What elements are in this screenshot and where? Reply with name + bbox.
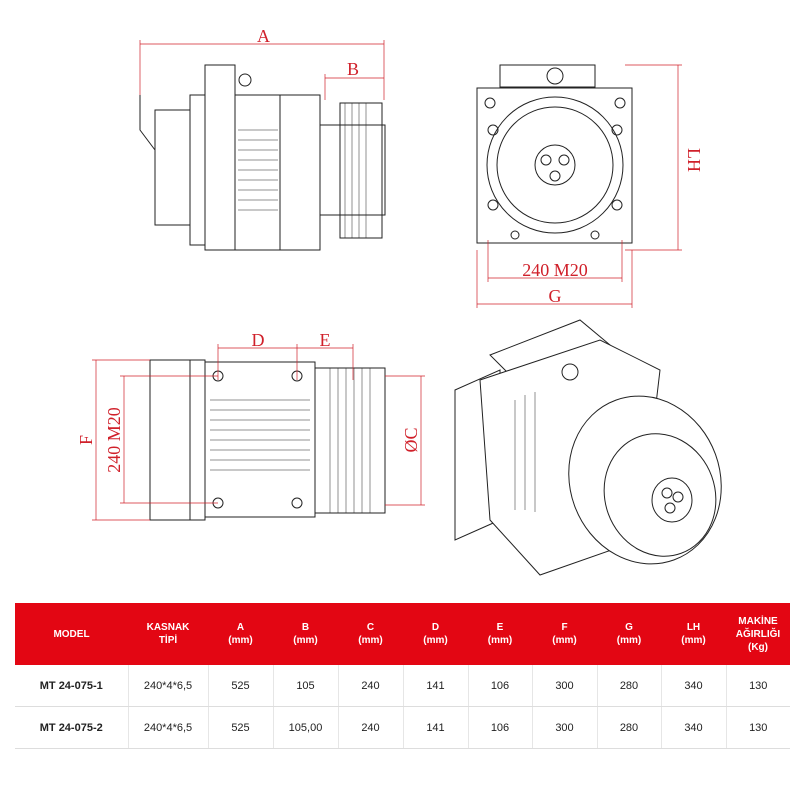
dimension-label-a: A <box>257 26 270 46</box>
column-header: LH (mm) <box>661 603 726 665</box>
column-header: G (mm) <box>597 603 661 665</box>
table-cell: 130 <box>726 706 790 749</box>
table-cell: 105,00 <box>273 706 339 749</box>
column-header: D (mm) <box>403 603 468 665</box>
column-header-line: D <box>431 622 440 633</box>
dimension-label-f: F <box>76 435 96 445</box>
model-cell: MT 24-075-1 <box>15 665 129 707</box>
dimension-label-d: D <box>252 330 265 350</box>
column-header-line: (mm) <box>487 635 513 646</box>
table-cell: 340 <box>661 706 727 749</box>
column-header-line: (mm) <box>423 635 448 646</box>
column-header-line: (mm) <box>228 635 253 646</box>
table-cell: 340 <box>661 665 727 707</box>
column-header: F (mm) <box>532 603 597 665</box>
dimension-label-bolt-front: 240 M20 <box>522 260 588 280</box>
column-header-line: AĞIRLIĞI <box>735 628 781 640</box>
column-header-line: A <box>236 622 245 633</box>
column-header: MODEL <box>15 603 128 665</box>
column-header-line: (mm) <box>358 635 383 646</box>
specs-table: MODEL KASNAK TİPİ A (mm) B (mm) C (mm) D (mm) E (mm)… <box>15 603 790 749</box>
column-header-line: (mm) <box>616 635 642 646</box>
column-header-line: MAKİNE <box>738 615 778 627</box>
column-header-line: F <box>561 622 568 633</box>
table-cell: 106 <box>468 706 533 749</box>
column-header-line: C <box>366 622 375 633</box>
side-view <box>139 40 386 251</box>
column-header-line: (mm) <box>293 635 318 646</box>
table-cell: 525 <box>208 665 274 707</box>
column-header: A (mm) <box>208 603 273 665</box>
table-cell: 240*4*6,5 <box>128 706 209 749</box>
column-header: E (mm) <box>468 603 532 665</box>
dimension-label-g: G <box>549 286 562 306</box>
model-cell: MT 24-075-2 <box>15 706 129 749</box>
column-header: KASNAK TİPİ <box>128 603 208 665</box>
column-header-line: (Kg) <box>748 641 768 653</box>
table-cell: 240*4*6,5 <box>128 665 209 707</box>
table-cell: 300 <box>532 706 598 749</box>
table-cell: 130 <box>726 665 790 707</box>
column-header-line: E <box>496 622 504 633</box>
top-view <box>92 344 425 521</box>
column-header-line: G <box>625 622 633 633</box>
isometric-view <box>454 319 722 576</box>
table-cell: 280 <box>597 706 662 749</box>
column-header-line: LH <box>686 622 701 633</box>
column-header: B (mm) <box>273 603 338 665</box>
column-header-line: B <box>301 622 310 633</box>
table-cell: 106 <box>468 665 533 707</box>
table-cell: 105 <box>273 665 339 707</box>
front-view <box>476 64 682 308</box>
table-cell: 300 <box>532 665 598 707</box>
table-header-row: MODEL KASNAK TİPİ A (mm) B (mm) C (mm) D (mm) E (mm)… <box>15 603 790 665</box>
dimension-label-lh: LH <box>684 148 704 172</box>
dimension-label-e: E <box>320 330 331 350</box>
column-header-line: MODEL <box>53 628 90 640</box>
column-header-line: (mm) <box>552 635 577 646</box>
dimension-label-c: ØC <box>401 427 421 452</box>
dimension-label-b: B <box>347 59 359 79</box>
column-header-line: (mm) <box>681 635 706 646</box>
dimension-label-bolt-top: 240 M20 <box>104 407 124 473</box>
column-header-line: TİPİ <box>158 635 178 646</box>
table-cell: 525 <box>208 706 274 749</box>
table-cell: 240 <box>338 665 404 707</box>
table-cell: 280 <box>597 665 662 707</box>
column-header-line: KASNAK <box>146 622 190 633</box>
column-header: C (mm) <box>338 603 403 665</box>
table-cell: 141 <box>403 665 469 707</box>
technical-drawing: A B LH 240 M20 G <box>76 26 722 576</box>
table-cell: 240 <box>338 706 404 749</box>
table-cell: 141 <box>403 706 469 749</box>
